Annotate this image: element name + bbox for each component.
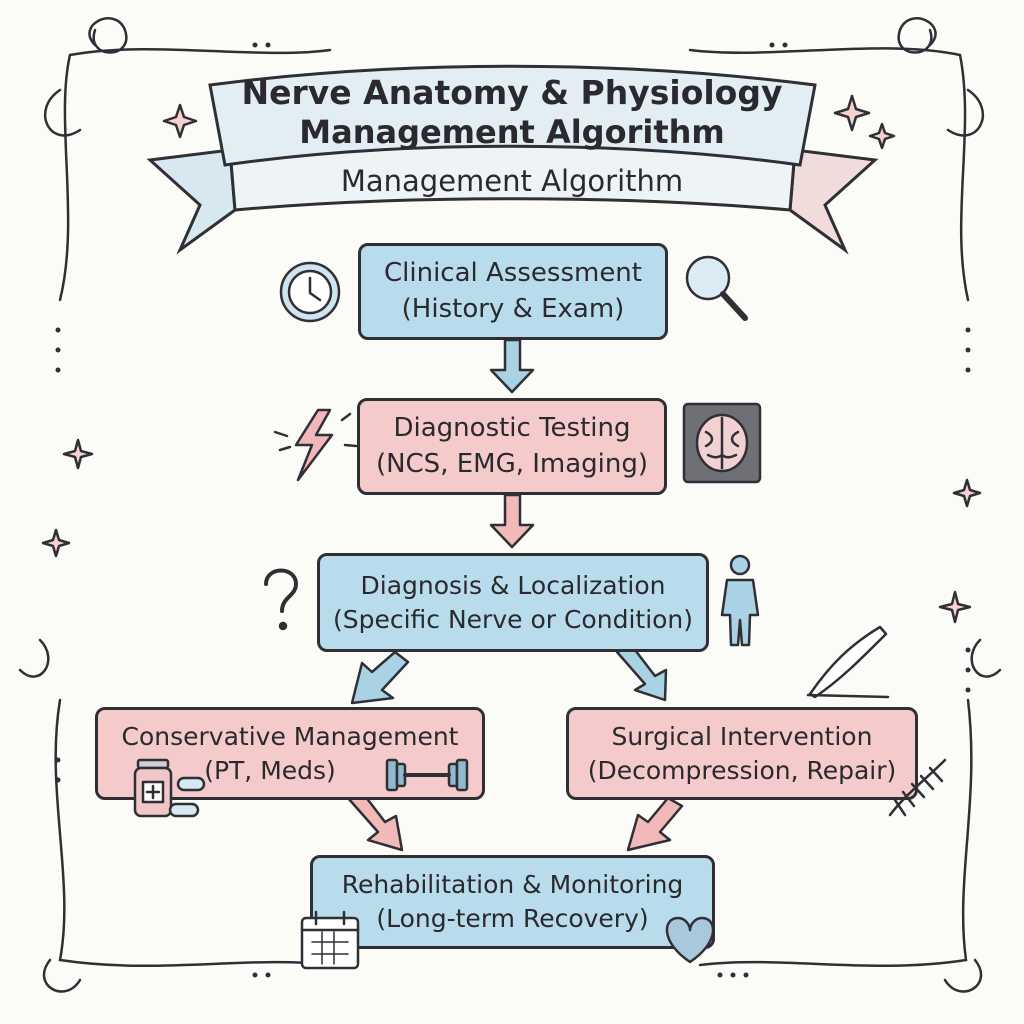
step-label: Clinical Assessment (384, 258, 642, 289)
arrow-diagnosis-to-surgical (615, 644, 668, 702)
step-conservative-management: Conservative Management (PT, Meds) (95, 707, 485, 800)
step-detail: (PT, Meds) (204, 755, 336, 785)
arrow-diagnosis-to-conservative (350, 650, 410, 705)
title-line-2: Management Algorithm (299, 113, 725, 151)
step-detail: (Long-term Recovery) (376, 904, 649, 933)
step-rehabilitation-monitoring: Rehabilitation & Monitoring (Long-term R… (310, 855, 715, 949)
step-label: Diagnostic Testing (393, 413, 631, 444)
arrow-assessment-to-testing (489, 338, 535, 394)
step-diagnosis-localization: Diagnosis & Localization (Specific Nerve… (317, 553, 709, 652)
step-surgical-intervention: Surgical Intervention (Decompression, Re… (566, 707, 918, 800)
step-detail: (Decompression, Repair) (587, 755, 897, 785)
step-detail: (History & Exam) (401, 293, 625, 324)
step-diagnostic-testing: Diagnostic Testing (NCS, EMG, Imaging) (357, 398, 667, 495)
arrow-surgical-to-rehab (626, 796, 684, 852)
title-line-3: Management Algorithm (340, 164, 684, 198)
step-label: Surgical Intervention (611, 721, 873, 751)
arrow-testing-to-diagnosis (489, 493, 535, 549)
step-detail: (NCS, EMG, Imaging) (375, 448, 649, 479)
step-label: Rehabilitation & Monitoring (341, 870, 684, 900)
title-line-1: Nerve Anatomy & Physiology (241, 73, 783, 112)
step-clinical-assessment: Clinical Assessment (History & Exam) (358, 243, 668, 340)
step-label: Conservative Management (121, 721, 459, 751)
arrow-conservative-to-rehab (346, 790, 404, 852)
step-detail: (Specific Nerve or Condition) (332, 604, 694, 634)
step-label: Diagnosis & Localization (360, 570, 666, 600)
title-banner (146, 64, 879, 255)
